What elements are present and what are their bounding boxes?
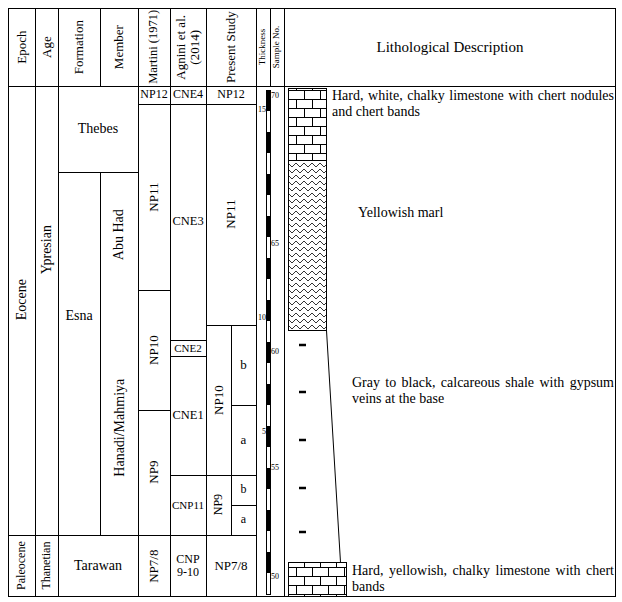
header-cell: Formation [72, 10, 86, 84]
header-cell: Present Study [224, 10, 238, 84]
age-cell: Ypresian [39, 152, 54, 348]
zone-cell: CNE1 [172, 409, 204, 423]
thickness-number: 10 [257, 314, 266, 323]
lithology-description: Yellowish marl [358, 205, 558, 221]
header-cell: Thickness [258, 9, 268, 85]
grid-lines [8, 8, 616, 597]
zone-cell: NP10 [211, 327, 225, 473]
thickness-number: 15 [257, 106, 266, 115]
zone-cell: CNP 9-10 [172, 553, 204, 579]
zone-cell: NP10 [147, 292, 161, 408]
zone-cell: NP11 [224, 106, 238, 323]
zone-cell: NP7/8 [147, 537, 161, 595]
formation-cell: Esna [60, 308, 98, 323]
header-cell: Martini (1971) [147, 10, 161, 84]
zone-cell: CNE4 [171, 88, 205, 101]
sample-number: 70 [271, 92, 283, 101]
thickness-number: 5 [257, 428, 266, 437]
age-cell: Thanetian [40, 537, 53, 595]
zone-cell: CNE3 [172, 215, 204, 229]
header-cell: Epoch [14, 10, 28, 84]
epoch-cell: Paleocene [15, 537, 28, 595]
subzone-cell: b [233, 483, 254, 496]
zone-cell: NP9 [212, 477, 225, 533]
subzone-cell: a [233, 433, 254, 447]
sample-number: 55 [271, 464, 283, 473]
subzone-cell: a [233, 513, 254, 526]
lithology-column [289, 89, 347, 597]
zone-cell: NP12 [207, 88, 255, 101]
zone-cell: CNE2 [171, 342, 205, 354]
sample-number: 65 [271, 240, 283, 249]
member-cell: Abu Had [111, 182, 126, 288]
member-cell: Hanadi/Mahmiya [111, 322, 126, 533]
formation-cell: Tarawan [60, 558, 136, 573]
thickness-scale-bar [266, 90, 271, 595]
header-cell: Lithological Description [286, 39, 614, 56]
header-cell: Sample No. [272, 9, 282, 85]
zone-cell: NP11 [147, 106, 161, 288]
zone-cell: NP12 [139, 88, 169, 101]
zone-cell: NP7/8 [208, 559, 254, 573]
subzone-cell: b [233, 358, 254, 372]
header-cell: Age [39, 10, 53, 84]
lithology-description: Hard, white, chalky limestone with chert… [332, 88, 614, 120]
sample-number: 50 [271, 573, 283, 582]
lithology-description: Gray to black, calcareous shale with gyp… [352, 375, 614, 407]
epoch-cell: Eocene [14, 202, 29, 398]
lithology-description: Hard, yellowish, chalky limestone with c… [352, 563, 614, 595]
sample-number: 60 [271, 348, 283, 357]
zone-cell: CNP11 [172, 499, 204, 511]
zone-cell: NP9 [147, 412, 161, 533]
formation-cell: Thebes [60, 121, 136, 136]
header-cell: Member [112, 10, 126, 84]
header-cell: Agnini et al. (2014) [174, 10, 203, 84]
